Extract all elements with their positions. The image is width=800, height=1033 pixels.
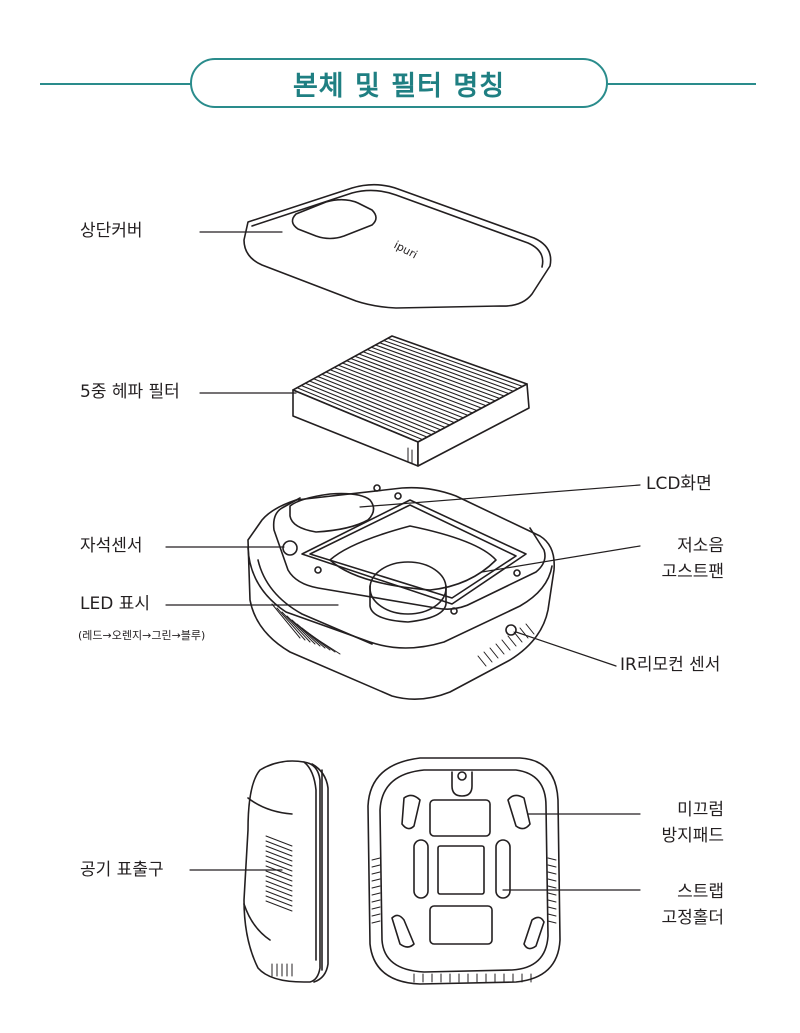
page-title: 본체 및 필터 명칭	[292, 70, 506, 102]
label-pad-line1: 미끄럼	[677, 800, 724, 820]
label-fan-line2: 고스트팬	[661, 562, 724, 582]
leader-lcd	[359, 484, 641, 508]
leader-fan	[481, 545, 641, 573]
label-strap-line1: 스트랩	[677, 882, 724, 902]
leader-lines	[165, 231, 641, 891]
label-pad-line2: 방지패드	[661, 826, 724, 846]
hepa-filter-illustration	[292, 335, 530, 467]
title-badge: 본체 및 필터 명칭	[190, 58, 608, 108]
label-magnet-sensor: 자석센서	[80, 536, 143, 556]
label-lcd: LCD화면	[646, 474, 712, 494]
label-outlet: 공기 표출구	[80, 860, 164, 880]
side-view-illustration	[243, 760, 329, 983]
label-fan-line1: 저소음	[677, 536, 724, 556]
top-cover-illustration: ipuri	[243, 183, 552, 309]
label-led: LED 표시	[80, 594, 150, 614]
label-ir-sensor: IR리모컨 센서	[620, 655, 721, 675]
title-rule-left	[40, 83, 192, 85]
label-top-cover: 상단커버	[80, 221, 143, 241]
title-rule-right	[606, 83, 756, 85]
bottom-view-illustration	[367, 757, 561, 985]
main-body-illustration	[247, 484, 556, 700]
label-strap-line2: 고정홀더	[661, 908, 724, 928]
leader-ir-sensor	[515, 631, 617, 667]
label-led-colors: (레드→오렌지→그린→블루)	[78, 629, 206, 642]
label-hepa-filter: 5중 헤파 필터	[80, 382, 180, 402]
